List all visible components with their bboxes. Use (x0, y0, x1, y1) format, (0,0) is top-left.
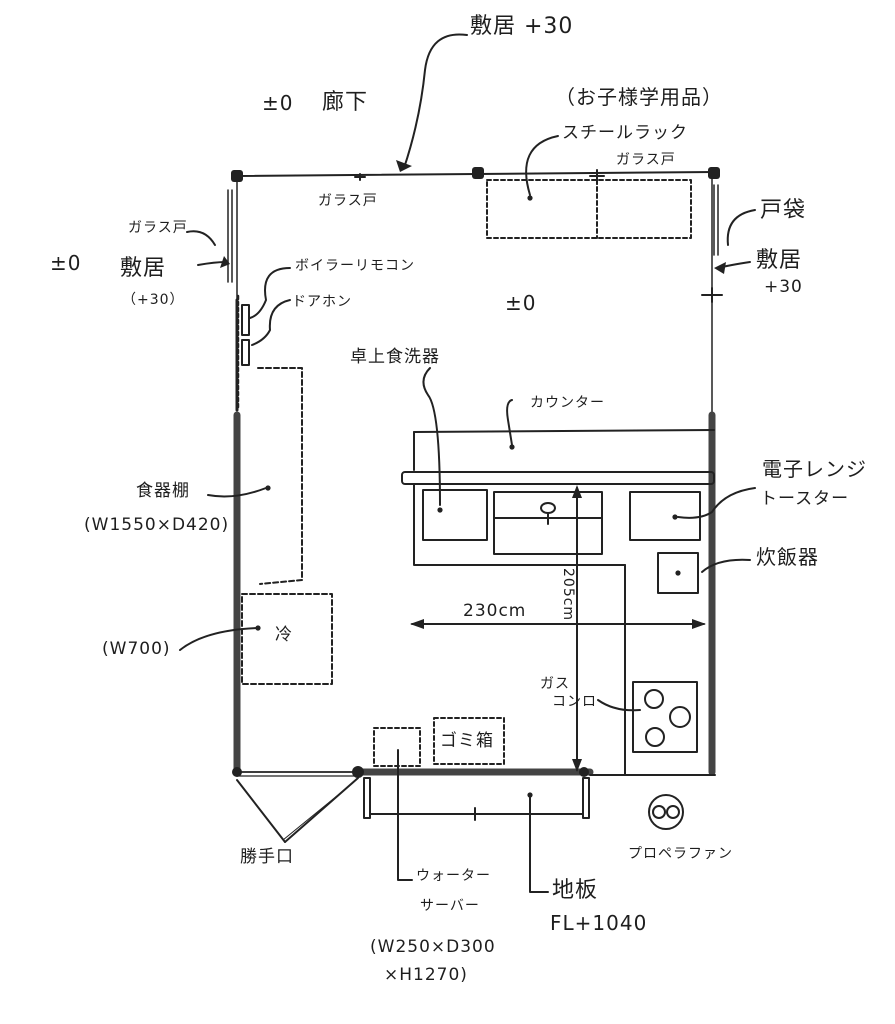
label-gas-stove-2: コンロ (552, 694, 597, 710)
label-floor-plate: 地板 (552, 878, 599, 903)
fridge (241, 593, 333, 685)
sink (493, 491, 603, 555)
label-glass-door-top-right: ガラス戸 (616, 152, 676, 168)
label-toaster: トースター (760, 489, 850, 509)
label-depth-205: 205cm (560, 568, 577, 622)
label-trash: ゴミ箱 (440, 731, 494, 751)
floor-plate (363, 777, 590, 821)
label-sill-top: 敷居 +30 (470, 14, 574, 39)
back-door (236, 777, 359, 843)
label-pm0-center: ±0 (505, 291, 537, 315)
label-fridge-dim: (W700) (102, 639, 171, 659)
sill-leader-top (403, 33, 468, 169)
dimension-depth (572, 485, 582, 772)
label-floor-level: FL+1040 (550, 911, 648, 935)
right-glass-door (701, 184, 723, 303)
label-back-door: 勝手口 (240, 847, 294, 867)
corner-posts (231, 167, 720, 778)
label-microwave: 電子レンジ (762, 457, 867, 481)
counter (401, 429, 715, 566)
left-glass-door (227, 189, 240, 412)
wall-devices (241, 267, 291, 366)
label-water-server-2: サーバー (420, 898, 480, 914)
label-rice-cooker: 炊飯器 (756, 545, 819, 569)
microwave (629, 491, 701, 541)
label-width-230: 230cm (463, 601, 527, 621)
label-plus30-left: （+30） (122, 292, 185, 308)
label-sill-right: 敷居 (756, 248, 803, 273)
label-water-dim-1: (W250×D300 (370, 937, 496, 957)
label-door-phone: ドアホン (292, 294, 352, 310)
label-plus30-right: +30 (764, 277, 803, 297)
label-water-server-1: ウォーター (416, 868, 491, 884)
dishwasher (422, 489, 488, 541)
label-fridge: 冷 (275, 625, 293, 645)
dimension-width (410, 619, 706, 629)
top-glass-door (354, 173, 366, 181)
rice-cooker (657, 552, 699, 594)
label-glass-door-top: ガラス戸 (318, 193, 378, 209)
label-boiler-remote: ボイラーリモコン (295, 258, 415, 274)
dish-shelf (257, 367, 303, 585)
label-dishwasher: 卓上食洗器 (350, 347, 440, 367)
label-glass-door-left: ガラス戸 (128, 220, 188, 236)
label-pm0-left: ±0 (50, 251, 82, 275)
label-counter: カウンター (530, 395, 605, 411)
label-corridor: 廊下 (322, 90, 369, 115)
label-dish-shelf: 食器棚 (136, 481, 190, 501)
label-dish-shelf-dim: (W1550×D420) (84, 515, 230, 535)
label-todoko: 戸袋 (760, 198, 807, 223)
label-steel-rack: スチールラック (562, 123, 688, 143)
label-pm0-corridor: ±0 (262, 91, 294, 115)
trash-box (433, 717, 505, 765)
label-sill-left: 敷居 (120, 256, 167, 281)
steel-rack (486, 179, 692, 239)
label-propeller-fan: プロペラファン (628, 846, 733, 862)
propeller-fan (648, 794, 684, 830)
label-kids-items: （お子様学用品） (555, 85, 723, 109)
stove-cabinet (624, 564, 698, 776)
label-gas-stove-1: ガス (540, 676, 570, 692)
label-water-dim-2: ×H1270) (384, 965, 468, 985)
